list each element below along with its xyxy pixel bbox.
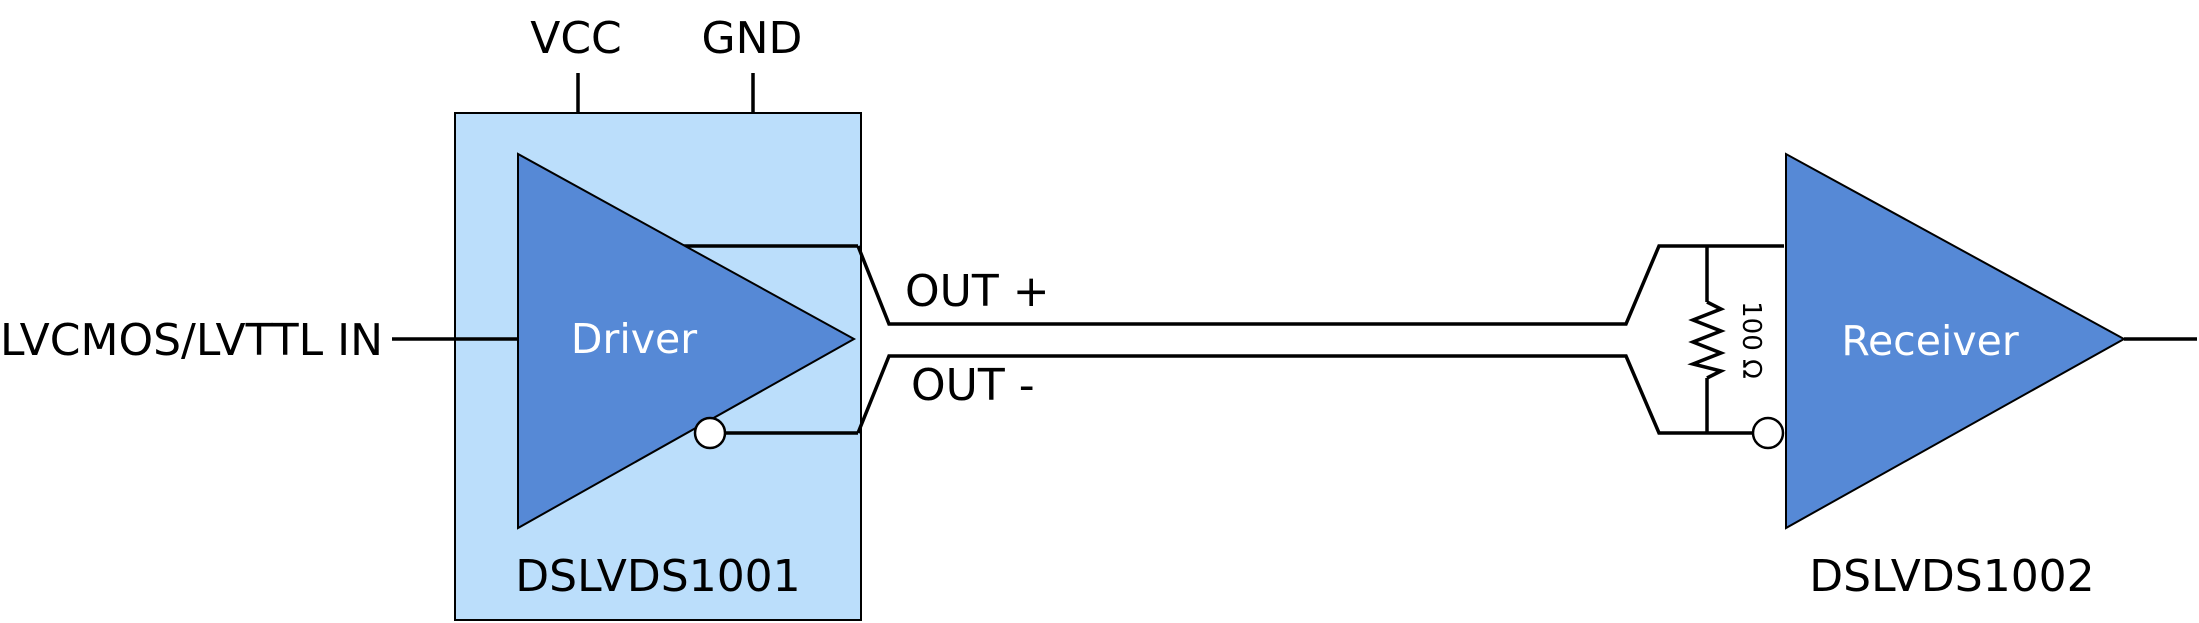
- receiver-inversion-bubble: [1751, 416, 1785, 450]
- vcc-label: VCC: [530, 13, 622, 64]
- gnd-label: GND: [702, 13, 803, 64]
- driver-amplifier: [517, 152, 857, 530]
- termination-resistor: [1687, 300, 1727, 380]
- driver-inversion-bubble: [693, 416, 727, 450]
- receiver-amplifier: [1785, 152, 2127, 530]
- input-label: LVCMOS/LVTTL IN: [0, 315, 383, 366]
- driver-label: Driver: [571, 315, 697, 363]
- receiver-label: Receiver: [1841, 317, 2019, 365]
- out-plus-line: [856, 244, 1784, 326]
- out-minus-label: OUT -: [911, 360, 1035, 411]
- driver-part-label: DSLVDS1001: [515, 551, 800, 602]
- termination-value-label: 100 Ω: [1736, 301, 1766, 379]
- receiver-part-label: DSLVDS1002: [1809, 551, 2094, 602]
- out-minus-line: [856, 354, 1758, 435]
- out-plus-label: OUT +: [905, 266, 1050, 317]
